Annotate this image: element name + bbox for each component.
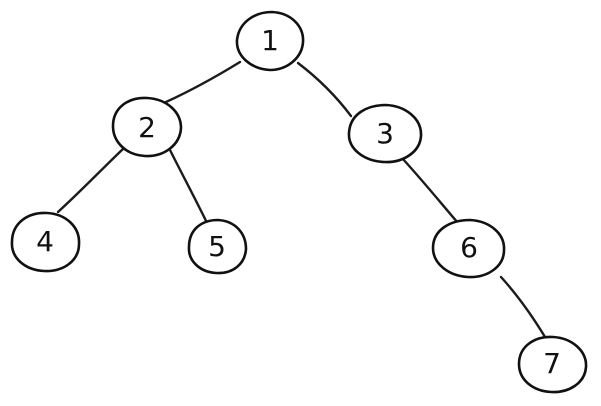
- node-2: 2: [111, 96, 183, 158]
- node-circle: [187, 218, 248, 275]
- node-label: 4: [36, 225, 54, 258]
- edge-2-4: [56, 146, 126, 214]
- node-label: 6: [460, 231, 478, 264]
- node-circle: [517, 335, 588, 394]
- edge-layer: [56, 60, 550, 344]
- node-1: 1: [235, 10, 305, 72]
- node-circle: [235, 10, 305, 72]
- node-circle: [347, 103, 423, 164]
- node-label: 5: [208, 230, 226, 263]
- node-circle: [431, 218, 506, 279]
- edge-6-7: [499, 275, 550, 344]
- node-label: 1: [261, 24, 279, 57]
- edge-2-5: [168, 148, 212, 231]
- node-label: 3: [376, 117, 394, 150]
- node-7: 7: [517, 335, 588, 394]
- edge-1-2: [164, 60, 242, 104]
- node-4: 4: [10, 211, 81, 273]
- node-label: 2: [138, 111, 156, 144]
- edge-1-3: [296, 61, 353, 118]
- node-circle: [10, 211, 81, 273]
- node-5: 5: [187, 218, 248, 275]
- node-6: 6: [431, 218, 506, 279]
- node-circle: [111, 96, 183, 158]
- edge-3-6: [400, 156, 460, 225]
- node-label: 7: [543, 347, 561, 380]
- node-3: 3: [347, 103, 423, 164]
